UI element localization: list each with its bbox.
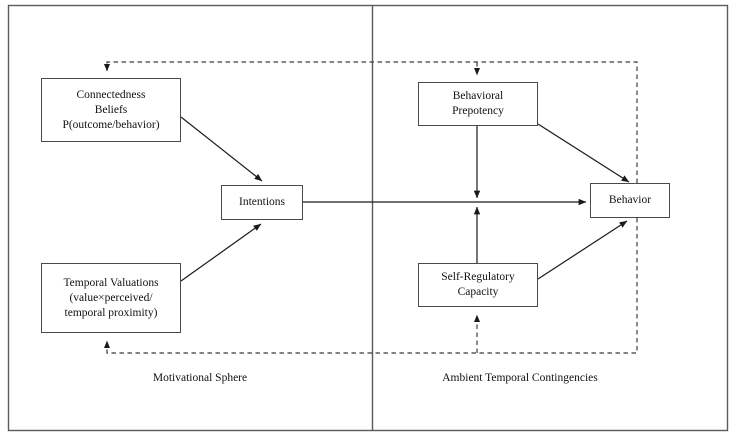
node-self-regulatory-capacity: Self-Regulatory Capacity (418, 263, 538, 307)
edge-connectedness-to-intentions (180, 116, 263, 182)
edge-temporal-to-intentions (180, 223, 262, 282)
node-line: Intentions (239, 196, 285, 208)
node-line: Prepotency (452, 105, 504, 117)
edge-prepotency-to-behavior (537, 123, 630, 183)
edge-behavior-feedback-bottom-rail (103, 218, 638, 354)
node-behavioral-prepotency: Behavioral Prepotency (418, 82, 538, 126)
node-line: Temporal Valuations (63, 276, 159, 289)
node-line: P(outcome/behavior) (62, 118, 160, 131)
sphere-label-ambient: Ambient Temporal Contingencies (442, 372, 598, 384)
node-line: (value×perceived/ (69, 291, 153, 304)
edge-behavior-feedback-top-rail (103, 61, 638, 183)
node-line: Beliefs (94, 103, 128, 116)
node-intentions: Intentions (221, 185, 303, 220)
node-line: Behavior (608, 194, 652, 206)
dashed-feedback-group (103, 61, 638, 354)
figure-frame (7, 4, 729, 432)
node-temporal-valuations: Temporal Valuations (value×perceived/ te… (41, 263, 181, 333)
node-line: Self-Regulatory (441, 271, 515, 283)
node-line: Behavioral (452, 90, 504, 102)
edge-selfreg-to-behavior (537, 220, 628, 280)
node-line: Connectedness (76, 88, 146, 101)
node-connectedness-beliefs: Connectedness Beliefs P(outcome/behavior… (41, 78, 181, 142)
node-line: Capacity (457, 286, 499, 298)
node-behavior: Behavior (590, 183, 670, 218)
solid-edge-group (180, 116, 630, 282)
sphere-label-motivational: Motivational Sphere (152, 372, 248, 384)
node-line: temporal proximity) (64, 306, 158, 319)
